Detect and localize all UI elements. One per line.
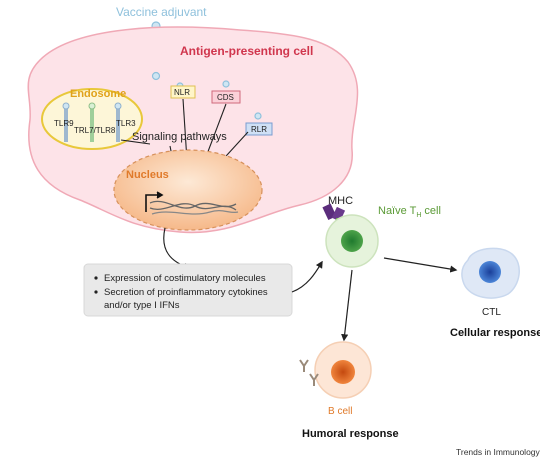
cellular-response-label: Cellular response: [450, 327, 540, 339]
outcomes-to-th-arrow: [291, 260, 323, 293]
outcome-item: and/or type I IFNs: [104, 300, 180, 311]
outcome-bullets: Expression of costimulatory molecules Se…: [94, 273, 268, 311]
tlr78-label: TRL7/TLR8: [74, 126, 116, 135]
nlr-box: [170, 85, 196, 99]
ctl-label: CTL: [482, 307, 501, 318]
tlr9-label: TLR9: [54, 119, 74, 128]
outcomes-box: [83, 263, 293, 317]
nucleus-title: Nucleus: [126, 169, 169, 181]
mhc-label: MHC: [328, 195, 353, 207]
tlr78-receptor-icon: [88, 102, 96, 142]
transcription-start-icon: [145, 191, 164, 212]
nucleus-to-outcomes-arrow: [163, 227, 192, 270]
journal-label: Trends in Immunology: [456, 447, 540, 457]
nucleus: [113, 149, 263, 231]
endosome-title: Endosome: [70, 88, 126, 100]
antibody-icon: [299, 359, 319, 386]
naive-th-nucleus: [341, 230, 363, 252]
nlr-label: NLR: [174, 88, 190, 97]
tlr9-receptor-icon: [62, 102, 70, 142]
dna-icon: [149, 200, 239, 215]
apc-title: Antigen-presenting cell: [180, 44, 313, 58]
rlr-box: [245, 122, 273, 136]
tlr3-label: TLR3: [116, 119, 136, 128]
antigen-presenting-cell: [27, 26, 359, 234]
b-cell-label: B cell: [328, 406, 352, 417]
outcome-item: Expression of costimulatory molecules: [104, 273, 266, 284]
naive-th-label: Naïve TH cell: [378, 205, 441, 219]
signaling-pathways-label: Signaling pathways: [132, 131, 227, 143]
vaccine-adjuvant-label: Vaccine adjuvant: [116, 5, 207, 19]
outcome-item: Secretion of proinflammatory cytokines: [104, 287, 268, 298]
cds-label: CDS: [217, 93, 234, 102]
th-to-bcell-arrow: [341, 269, 353, 342]
b-cell-nucleus: [331, 360, 355, 384]
humoral-response-label: Humoral response: [302, 428, 399, 440]
cds-box: [211, 90, 241, 104]
rlr-label: RLR: [251, 125, 267, 134]
ctl-nucleus: [479, 261, 501, 283]
tlr3-receptor-icon: [114, 102, 122, 142]
th-to-ctl-arrow: [383, 257, 458, 273]
